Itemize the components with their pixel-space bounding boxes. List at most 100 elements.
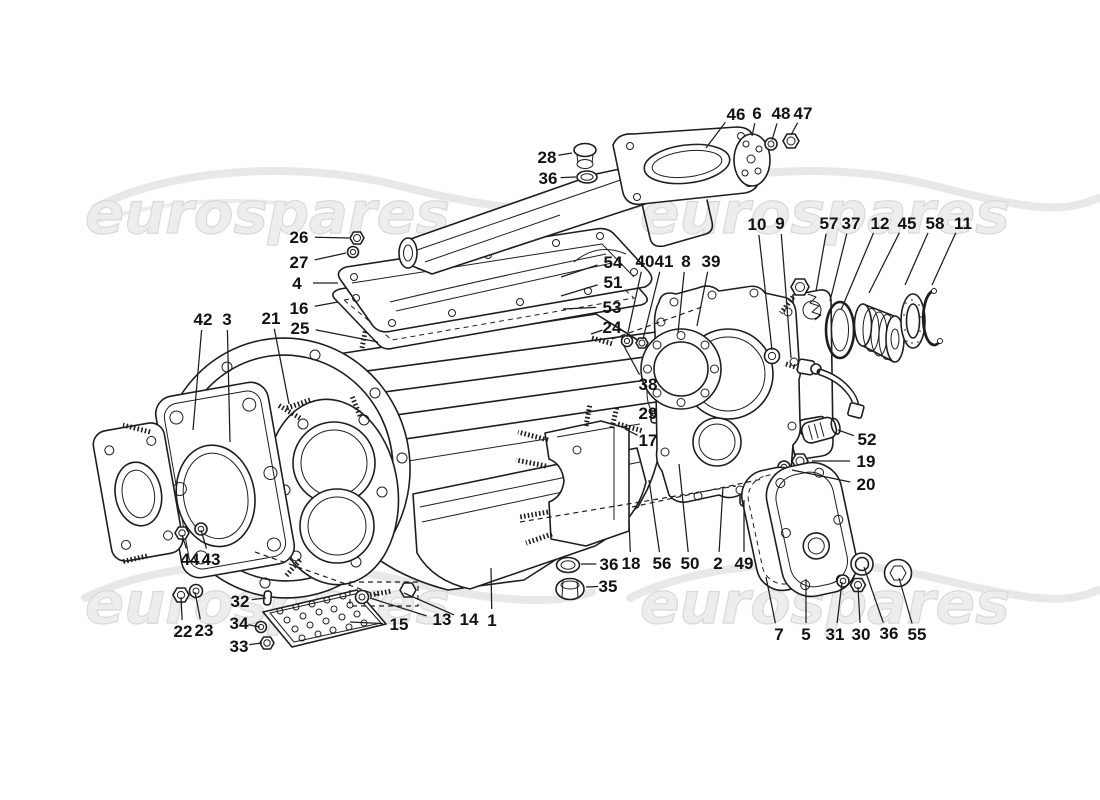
washer-27 bbox=[346, 245, 360, 259]
callout-label-1: 1 bbox=[487, 611, 496, 630]
cover-fasteners bbox=[346, 231, 365, 259]
drain-plug-group bbox=[555, 556, 585, 601]
callout-leader-18 bbox=[628, 519, 631, 553]
callout-leader-26 bbox=[314, 236, 350, 239]
rear-cover bbox=[640, 285, 802, 503]
washer-43 bbox=[194, 522, 208, 536]
callout-leader-11 bbox=[931, 232, 957, 286]
callout-leader-25 bbox=[315, 329, 379, 343]
callout-leader-10 bbox=[758, 234, 773, 351]
callout-label-21: 21 bbox=[262, 309, 281, 328]
nut-top bbox=[790, 278, 810, 296]
spring-57 bbox=[807, 293, 822, 321]
callout-label-44: 44 bbox=[181, 550, 200, 569]
callout-leader-36 bbox=[560, 176, 577, 179]
nut-41 bbox=[635, 337, 649, 349]
callout-label-5: 5 bbox=[801, 625, 810, 644]
nut-26 bbox=[349, 231, 365, 245]
callout-leader-37 bbox=[829, 233, 848, 302]
callout-label-9: 9 bbox=[775, 214, 784, 233]
callout-label-25: 25 bbox=[291, 319, 310, 338]
callout-leader-54 bbox=[560, 264, 598, 278]
nut-33 bbox=[259, 636, 275, 650]
callout-leader-42 bbox=[192, 329, 203, 431]
callout-label-35: 35 bbox=[599, 577, 618, 596]
callout-leader-3 bbox=[226, 329, 231, 443]
bearing-ring-58 bbox=[900, 293, 926, 349]
callout-label-37: 37 bbox=[842, 214, 861, 233]
callout-label-19: 19 bbox=[857, 452, 876, 471]
callout-label-34: 34 bbox=[230, 614, 249, 633]
callout-leader-56 bbox=[648, 479, 661, 553]
callout-label-54: 54 bbox=[604, 253, 623, 272]
callout-label-46: 46 bbox=[727, 105, 746, 124]
swoosh-curve bbox=[81, 559, 596, 605]
side-cover-group bbox=[740, 461, 858, 598]
callout-leader-20 bbox=[791, 469, 851, 483]
callout-leader-6 bbox=[751, 123, 756, 137]
callout-leader-2 bbox=[718, 486, 724, 553]
callout-label-10: 10 bbox=[748, 215, 767, 234]
callout-label-27: 27 bbox=[290, 253, 309, 272]
callout-label-36: 36 bbox=[539, 169, 558, 188]
callout-label-13: 13 bbox=[433, 610, 452, 629]
callout-leader-33 bbox=[249, 642, 263, 646]
callout-label-18: 18 bbox=[622, 554, 641, 573]
nut-30 bbox=[849, 577, 867, 593]
callout-label-28: 28 bbox=[538, 148, 557, 167]
callout-label-39: 39 bbox=[702, 252, 721, 271]
callout-leader-23 bbox=[194, 591, 201, 620]
side-flange-42 bbox=[92, 422, 184, 562]
coupler-45 bbox=[853, 303, 905, 363]
callout-label-23: 23 bbox=[195, 621, 214, 640]
callout-leader-17 bbox=[624, 428, 638, 436]
callout-label-57: 57 bbox=[820, 214, 839, 233]
callout-leader-41 bbox=[642, 271, 661, 340]
selector-housing bbox=[398, 126, 800, 275]
callout-label-42: 42 bbox=[194, 310, 213, 329]
callout-leader-31 bbox=[836, 581, 843, 624]
callout-label-12: 12 bbox=[871, 214, 890, 233]
callout-label-22: 22 bbox=[174, 622, 193, 641]
callout-leader-30 bbox=[857, 586, 861, 624]
callout-label-36: 36 bbox=[880, 624, 899, 643]
callout-label-4: 4 bbox=[292, 274, 302, 293]
callout-label-15: 15 bbox=[390, 615, 409, 634]
swoosh-curve bbox=[88, 199, 302, 226]
callout-leader-24 bbox=[590, 329, 603, 335]
plug-55 bbox=[883, 558, 913, 588]
callout-label-20: 20 bbox=[857, 475, 876, 494]
callout-leader-7 bbox=[765, 576, 777, 624]
callout-label-38: 38 bbox=[639, 375, 658, 394]
callout-label-58: 58 bbox=[926, 214, 945, 233]
callout-label-36: 36 bbox=[600, 555, 619, 574]
callout-leader-36 bbox=[863, 566, 884, 623]
callout-leader-52 bbox=[837, 429, 855, 437]
seal-ring-36 bbox=[576, 170, 598, 184]
callout-label-11: 11 bbox=[954, 214, 972, 233]
fitting-9 bbox=[785, 358, 865, 419]
callout-leader-21 bbox=[273, 328, 290, 405]
callout-label-43: 43 bbox=[202, 550, 221, 569]
callout-label-48: 48 bbox=[772, 104, 791, 123]
callout-leader-40 bbox=[626, 271, 642, 338]
washer-34 bbox=[254, 620, 268, 634]
callout-leader-1 bbox=[490, 567, 493, 610]
callout-leader-13 bbox=[369, 597, 427, 617]
callout-leader-47 bbox=[790, 122, 799, 136]
callout-label-50: 50 bbox=[681, 554, 700, 573]
callout-leader-14 bbox=[403, 592, 455, 616]
coupler-stack bbox=[824, 288, 943, 363]
swoosh-curve bbox=[626, 559, 1100, 603]
callout-label-31: 31 bbox=[826, 625, 845, 644]
callout-label-26: 26 bbox=[290, 228, 309, 247]
front-plate bbox=[154, 381, 296, 579]
construction-lines bbox=[254, 306, 763, 597]
callout-leader-57 bbox=[815, 233, 827, 292]
callout-label-8: 8 bbox=[681, 252, 690, 271]
callout-leader-43 bbox=[200, 529, 208, 549]
callout-label-51: 51 bbox=[604, 273, 623, 292]
callout-leader-15 bbox=[349, 621, 384, 625]
callout-leader-38 bbox=[623, 345, 641, 375]
